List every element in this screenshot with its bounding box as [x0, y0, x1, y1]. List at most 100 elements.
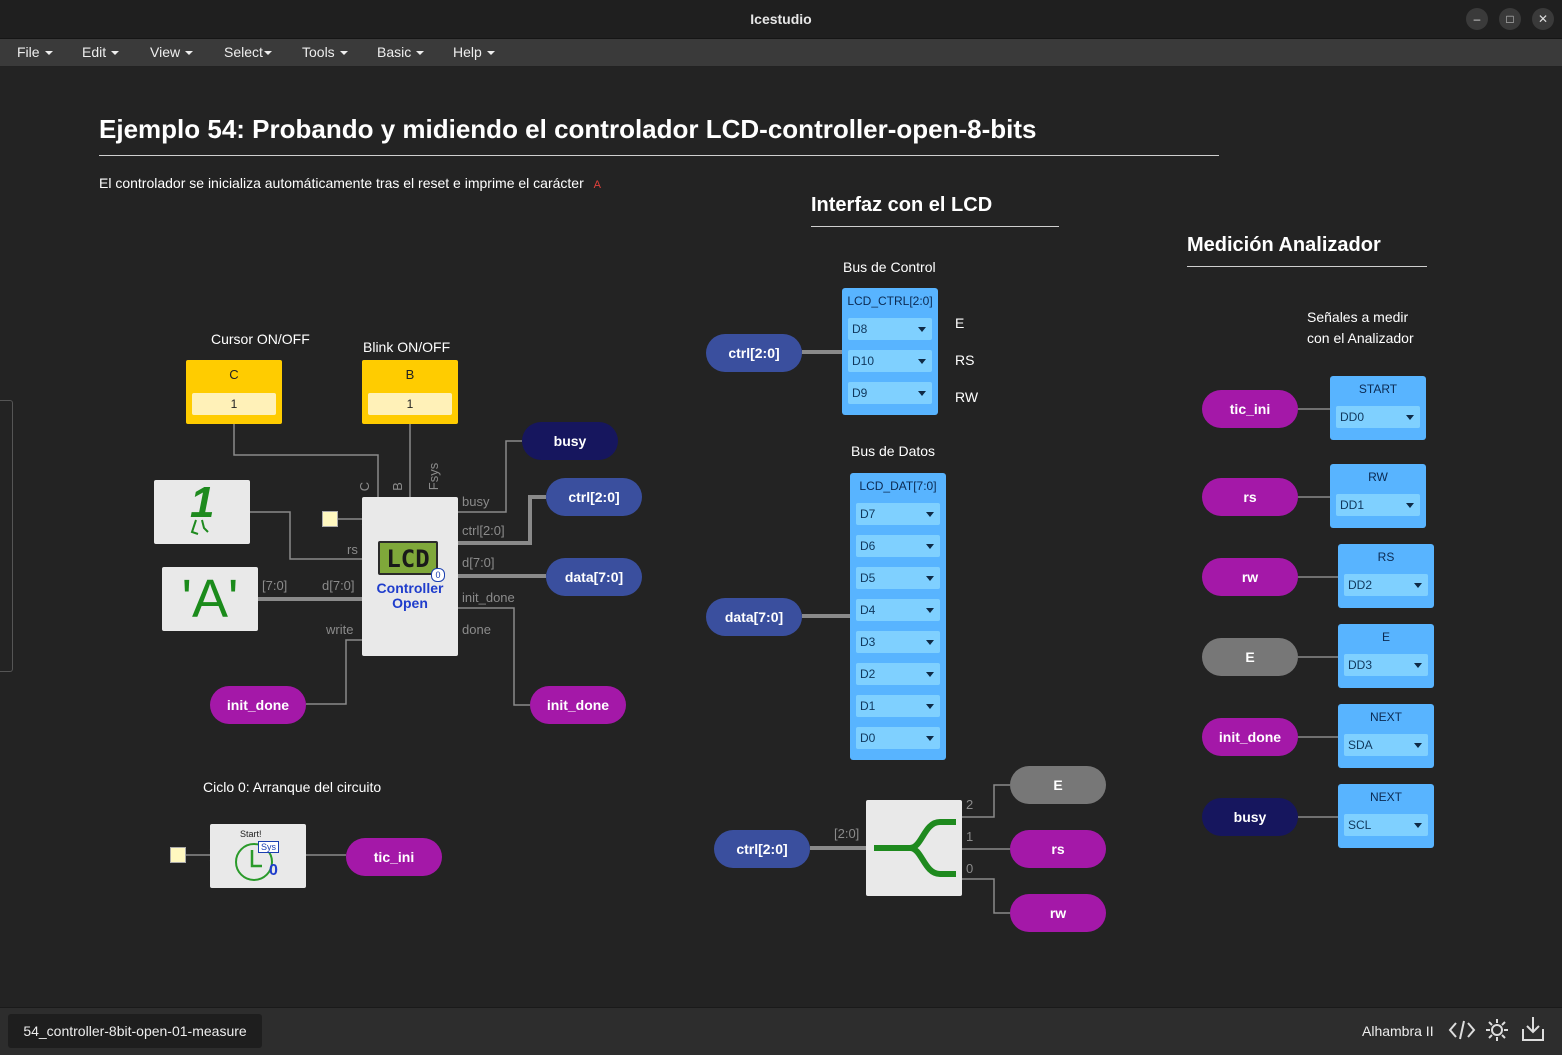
wire-c — [233, 424, 379, 497]
port-ctrl: ctrl[2:0] — [462, 523, 505, 538]
analyzer-pin-start[interactable]: START DD0 — [1330, 376, 1426, 440]
analyzer-pin-header: E — [1381, 630, 1390, 644]
label-cycle0: Ciclo 0: Arranque del circuito — [203, 779, 382, 795]
analyzer-pin-select[interactable]: SCL — [1344, 814, 1428, 836]
constant-b-value[interactable]: 1 — [368, 393, 452, 415]
timer-clock-input[interactable] — [170, 847, 186, 863]
menu-select[interactable]: Select — [224, 44, 272, 60]
chevron-down-icon — [918, 391, 926, 396]
lcd-ctrl-pins[interactable]: LCD_CTRL[2:0] D8 D10 D9 — [842, 288, 938, 415]
board-name[interactable]: Alhambra II — [1362, 1023, 1434, 1039]
analyzer-pin-scl[interactable]: NEXT SCL — [1338, 784, 1434, 848]
label-init-done-out[interactable]: init_done — [530, 686, 626, 724]
close-icon[interactable]: ✕ — [1532, 8, 1554, 30]
pin-select-d10[interactable]: D10 — [848, 350, 932, 372]
maximize-icon[interactable]: □ — [1499, 8, 1521, 30]
side-panel-edge[interactable] — [0, 400, 13, 672]
bus-ctrl — [458, 495, 546, 545]
char-constant-block[interactable]: 'A' — [162, 567, 258, 631]
pin-select-d6[interactable]: D6 — [856, 535, 940, 557]
bit-one-value: 1 — [190, 478, 215, 527]
signal-rs: RS — [955, 352, 975, 368]
pin-select-d3[interactable]: D3 — [856, 631, 940, 653]
label-an-init-done[interactable]: init_done — [1202, 718, 1298, 756]
pin-value: D0 — [860, 731, 876, 745]
label-data-out[interactable]: data[7:0] — [546, 558, 642, 596]
label-an-rw[interactable]: rw — [1202, 558, 1298, 596]
wire-label-70: [7:0] — [262, 578, 288, 593]
pin-select-d8[interactable]: D8 — [848, 318, 932, 340]
label-busy[interactable]: busy — [522, 422, 618, 460]
label-ctrl-split[interactable]: ctrl[2:0] — [714, 830, 810, 868]
bit-one-block[interactable]: 1 — [154, 478, 250, 544]
pin-select-d5[interactable]: D5 — [856, 567, 940, 589]
sys-badge: Sys — [258, 841, 280, 853]
label-split-rw[interactable]: rw — [1010, 894, 1106, 932]
controller-name: Controller Open — [362, 581, 458, 611]
minimize-icon[interactable]: – — [1466, 8, 1488, 30]
menu-file[interactable]: File — [17, 44, 53, 60]
constant-b[interactable]: B 1 — [362, 360, 458, 424]
clock-input[interactable] — [322, 511, 338, 527]
analyzer-pin-e[interactable]: E DD3 — [1338, 624, 1434, 688]
pin-value: D7 — [860, 507, 876, 521]
label-data-lcd[interactable]: data[7:0] — [706, 598, 802, 636]
pin-select-d4[interactable]: D4 — [856, 599, 940, 621]
chevron-down-icon — [486, 51, 495, 56]
label-ctrl-out[interactable]: ctrl[2:0] — [546, 478, 642, 516]
design-canvas[interactable]: Ejemplo 54: Probando y midiendo el contr… — [0, 67, 1562, 1007]
label-bus-datos: Bus de Datos — [851, 443, 936, 459]
menu-help-label: Help — [453, 44, 482, 60]
file-tab[interactable]: 54_controller-8bit-open-01-measure — [8, 1014, 262, 1048]
split-port-2: 2 — [966, 797, 974, 812]
constant-c-value[interactable]: 1 — [192, 393, 276, 415]
analyzer-pin-select[interactable]: SDA — [1344, 734, 1428, 756]
chevron-down-icon — [926, 704, 934, 709]
lcd-ctrl-header: LCD_CTRL[2:0] — [847, 294, 933, 308]
pin-value: SDA — [1348, 738, 1373, 752]
menu-help[interactable]: Help — [453, 44, 495, 60]
label-init-done-in[interactable]: init_done — [210, 686, 306, 724]
label-tic-ini[interactable]: tic_ini — [346, 838, 442, 876]
label-an-tic-ini[interactable]: tic_ini — [1202, 390, 1298, 428]
label-split-rs[interactable]: rs — [1010, 830, 1106, 868]
analyzer-pin-select[interactable]: DD3 — [1344, 654, 1428, 676]
label-an-e[interactable]: E — [1202, 638, 1298, 676]
menu-view[interactable]: View — [150, 44, 194, 60]
code-icon[interactable] — [1448, 1018, 1476, 1042]
lcd-controller-block[interactable]: LCD 0 Controller Open — [362, 497, 458, 656]
chevron-down-icon — [263, 51, 272, 56]
analyzer-pin-rw[interactable]: RW DD1 — [1330, 464, 1426, 528]
label-signals: Señales a medir con el Analizador — [1307, 309, 1414, 346]
analyzer-pin-select[interactable]: DD1 — [1336, 494, 1420, 516]
menu-edit[interactable]: Edit — [82, 44, 120, 60]
analyzer-pin-select[interactable]: DD0 — [1336, 406, 1420, 428]
window-title: Icestudio — [750, 11, 812, 27]
bus-splitter-block[interactable] — [866, 800, 962, 896]
pin-select-d9[interactable]: D9 — [848, 382, 932, 404]
label-split-e[interactable]: E — [1010, 766, 1106, 804]
menu-tools[interactable]: Tools — [302, 44, 348, 60]
start-timer-block[interactable]: Start! Sys 0 — [210, 824, 306, 888]
pin-select-d7[interactable]: D7 — [856, 503, 940, 525]
constant-c[interactable]: C 1 — [186, 360, 282, 424]
pin-select-d1[interactable]: D1 — [856, 695, 940, 717]
menu-basic[interactable]: Basic — [377, 44, 425, 60]
lcd-dat-header: LCD_DAT[7:0] — [859, 479, 937, 493]
gear-icon[interactable] — [1484, 1017, 1510, 1043]
pin-value: DD2 — [1348, 578, 1373, 592]
analyzer-pin-sda[interactable]: NEXT SDA — [1338, 704, 1434, 768]
pin-select-d0[interactable]: D0 — [856, 727, 940, 749]
section-lcd-divider — [811, 226, 1059, 227]
upload-icon[interactable] — [1520, 1015, 1546, 1043]
pin-value: D9 — [852, 386, 868, 400]
analyzer-pin-select[interactable]: DD2 — [1344, 574, 1428, 596]
lcd-dat-pins[interactable]: LCD_DAT[7:0] D7 D6 D5 D4 D3 D2 D1 D0 — [850, 473, 946, 760]
pin-select-d2[interactable]: D2 — [856, 663, 940, 685]
label-ctrl-lcd[interactable]: ctrl[2:0] — [706, 334, 802, 372]
port-rs: rs — [347, 542, 358, 557]
label-an-rs[interactable]: rs — [1202, 478, 1298, 516]
analyzer-pin-rs[interactable]: RS DD2 — [1338, 544, 1434, 608]
label-an-busy[interactable]: busy — [1202, 798, 1298, 836]
analyzer-pin-header: NEXT — [1369, 710, 1402, 724]
